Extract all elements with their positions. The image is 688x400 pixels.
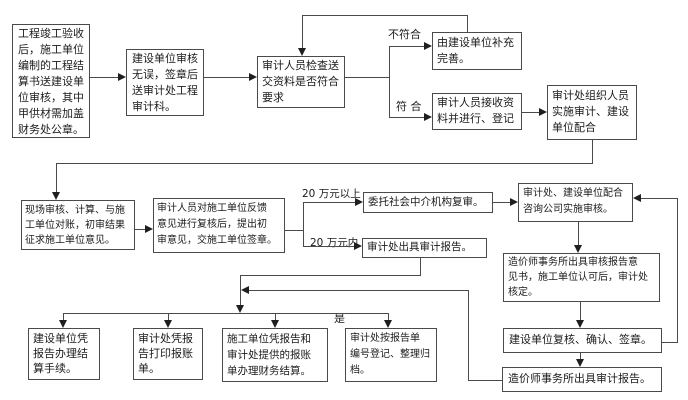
label-not-conform: 不符合: [388, 28, 421, 41]
connector: [389, 117, 424, 118]
connector: [249, 290, 468, 291]
node-check-materials: 审计人员检查送 交资料是否符合 要求: [257, 56, 345, 108]
connector: [388, 313, 389, 321]
connector: [592, 140, 593, 163]
connector: [168, 313, 169, 321]
connector: [285, 230, 303, 231]
arrowhead: [424, 42, 432, 50]
connector: [641, 198, 678, 199]
node-financial-settlement: 施工单位凭报告和 审计处提供的报账 单办理财务结算。: [222, 328, 328, 382]
connector: [303, 202, 304, 246]
connector: [56, 163, 593, 164]
arrowhead: [145, 225, 153, 233]
arrowhead: [298, 48, 306, 56]
connector: [303, 202, 355, 203]
connector: [90, 77, 119, 78]
label-within-200k: 20 万元内: [310, 237, 359, 249]
arrowhead: [236, 305, 244, 313]
label-over-200k: 20 万元以上: [302, 188, 361, 200]
connector: [63, 313, 389, 314]
node-recheck-feedback: 审计人员对施工单位反馈 意见进行复核后，提出初 审意见，交施工单位签章。: [153, 198, 285, 253]
connector: [240, 275, 421, 276]
node-supplement-improve: 由建设单位补充 完善。: [432, 32, 522, 70]
connector: [468, 290, 469, 380]
node-issue-audit-report: 审计处出具审计报告。: [362, 238, 487, 258]
arrowhead: [424, 113, 432, 121]
connector: [677, 198, 678, 342]
node-unit-confirm-seal: 建设单位复核、确认、签章。: [503, 328, 662, 353]
arrowhead: [576, 359, 584, 367]
connector: [580, 302, 581, 320]
connector: [578, 222, 579, 245]
connector: [662, 342, 678, 343]
label-yes: 是: [334, 312, 345, 325]
node-settlement-procedure: 建设单位凭 报告办理结 算手续。: [28, 328, 100, 380]
arrowhead: [52, 192, 60, 200]
arrowhead: [241, 286, 249, 294]
arrowhead: [354, 242, 362, 250]
node-onsite-review: 现场审核、计算、与施 工单位对账，初审结果 征求施工单位意见。: [21, 200, 135, 250]
connector: [468, 380, 502, 381]
connector: [522, 112, 539, 113]
connector: [56, 163, 57, 192]
node-project-acceptance: 工程竣工验收 后，施工单位 编制的工程结 算书送建设单 位审核，其中 甲供材需加…: [12, 24, 90, 138]
connector: [580, 353, 581, 359]
node-cost-firm-report: 造价师事务所出具审计报告。: [502, 367, 662, 392]
arrowhead: [576, 320, 584, 328]
arrowhead: [355, 198, 363, 206]
connector: [420, 258, 421, 275]
connector: [467, 15, 468, 32]
arrowhead: [633, 194, 641, 202]
node-cost-firm-opinion: 造价师事务所出具审核报告意 见书，施工单位认可后，审计处 核定。: [503, 253, 660, 302]
arrowhead: [59, 320, 67, 328]
arrowhead: [510, 198, 518, 206]
arrowhead: [384, 320, 392, 328]
node-cooperate-consulting: 审计处、建设单位配合 咨询公司实施审核。: [518, 183, 633, 222]
arrowhead: [249, 73, 257, 81]
connector: [63, 313, 64, 321]
connector: [493, 202, 510, 203]
node-entrust-intermediary: 委托社会中介机构复审。: [363, 192, 493, 213]
arrowhead: [539, 108, 547, 116]
arrowhead: [118, 73, 126, 81]
connector: [303, 246, 354, 247]
connector: [389, 46, 424, 47]
node-organize-audit: 审计处组织人员 实施审计、建设 单位配合: [547, 85, 637, 140]
connector: [345, 77, 389, 78]
node-register-archive: 审计处按报告单 编号登记、整理归 档。: [345, 328, 437, 382]
connector: [204, 77, 249, 78]
connector: [389, 46, 390, 117]
node-unit-review-seal: 建设单位审核 无误，签章后 送审计处工程 审计科。: [126, 49, 204, 116]
label-conform: 符 合: [396, 100, 422, 113]
arrowhead: [271, 320, 279, 328]
connector: [302, 15, 468, 16]
connector: [275, 313, 276, 321]
connector: [135, 229, 145, 230]
node-receive-register: 审计人员接收资 料并进行、登记: [432, 93, 522, 130]
arrowhead: [164, 320, 172, 328]
connector: [302, 15, 303, 48]
arrowhead: [574, 245, 582, 253]
node-print-reimburse-bill: 审计处凭报 告打印报账 单。: [133, 328, 203, 380]
connector: [240, 275, 241, 305]
